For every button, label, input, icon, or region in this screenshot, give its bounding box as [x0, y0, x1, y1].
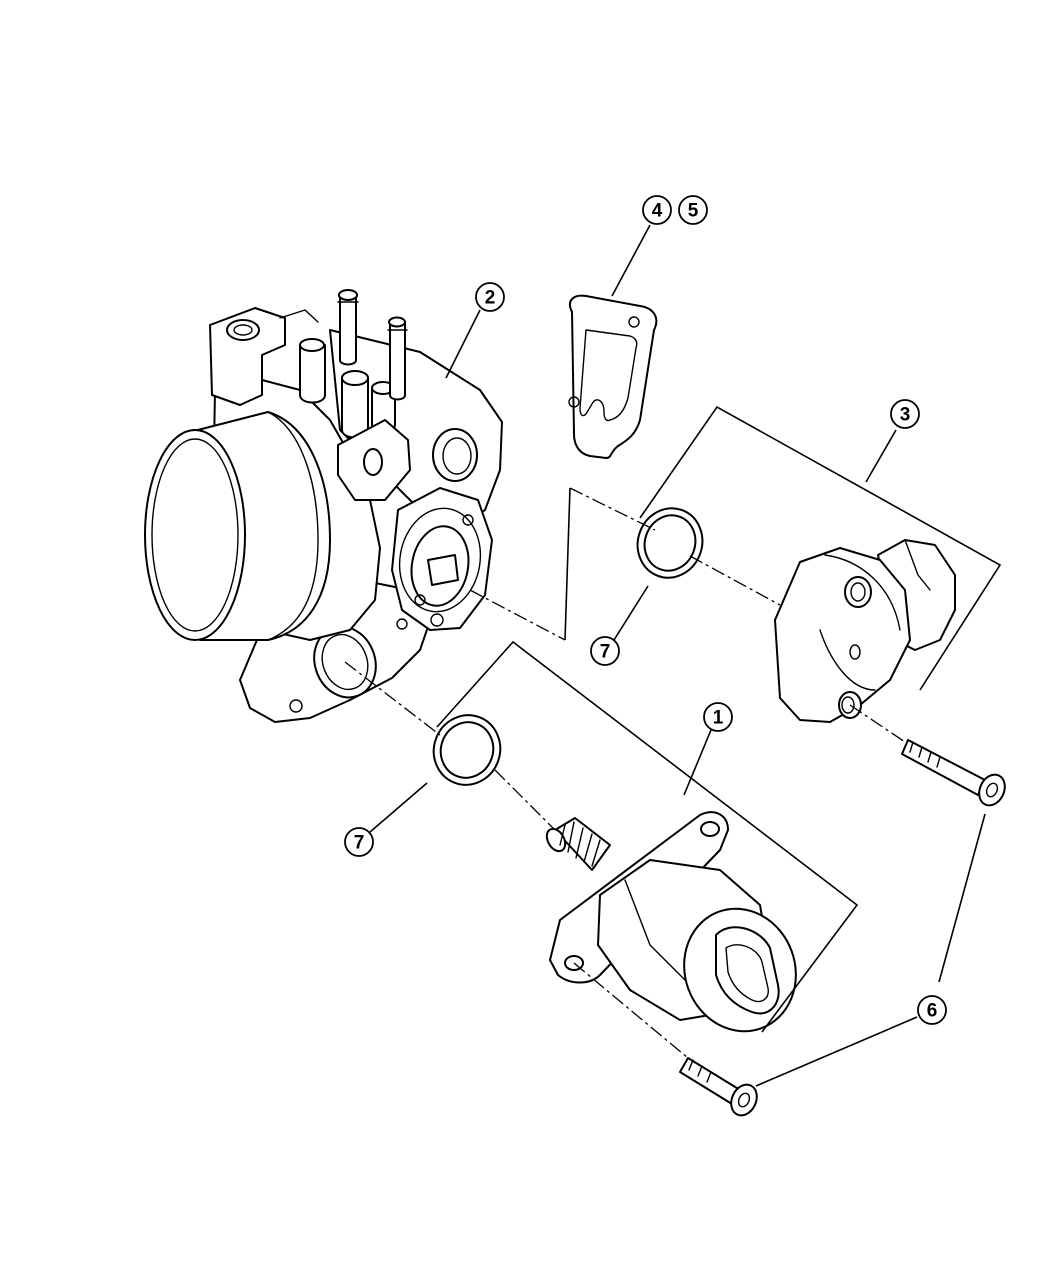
callout-4: 4: [642, 195, 672, 225]
callout-3: 3: [890, 399, 920, 429]
callout-2-label: 2: [485, 288, 496, 309]
callout-6: 6: [917, 995, 947, 1025]
callout-2: 2: [475, 282, 505, 312]
callout-7-upper-label: 7: [600, 642, 611, 663]
callout-3-label: 3: [900, 405, 911, 426]
throttle-position-sensor: [774, 539, 956, 723]
group-bracket-1: [436, 640, 859, 1033]
callout-7-lower-label: 7: [354, 833, 365, 854]
leader-lines: [369, 224, 986, 1087]
screw-lower: [679, 1057, 758, 1117]
assembly-center-lines: [344, 487, 906, 1059]
callout-4-label: 4: [652, 201, 663, 222]
o-ring-upper: [636, 507, 704, 579]
throttle-body-gasket: [568, 294, 658, 459]
screw-upper: [901, 739, 1006, 807]
callout-1-label: 1: [713, 708, 724, 729]
callout-5: 5: [678, 195, 708, 225]
idle-air-control-motor: [545, 811, 797, 1033]
o-ring-lower: [432, 714, 502, 786]
callout-7-upper: 7: [590, 636, 620, 666]
callout-6-label: 6: [927, 1001, 938, 1022]
callout-1: 1: [703, 702, 733, 732]
throttle-body: [144, 289, 503, 723]
callout-5-label: 5: [688, 201, 699, 222]
callout-7-lower: 7: [344, 827, 374, 857]
group-bracket-3: [639, 405, 1002, 691]
